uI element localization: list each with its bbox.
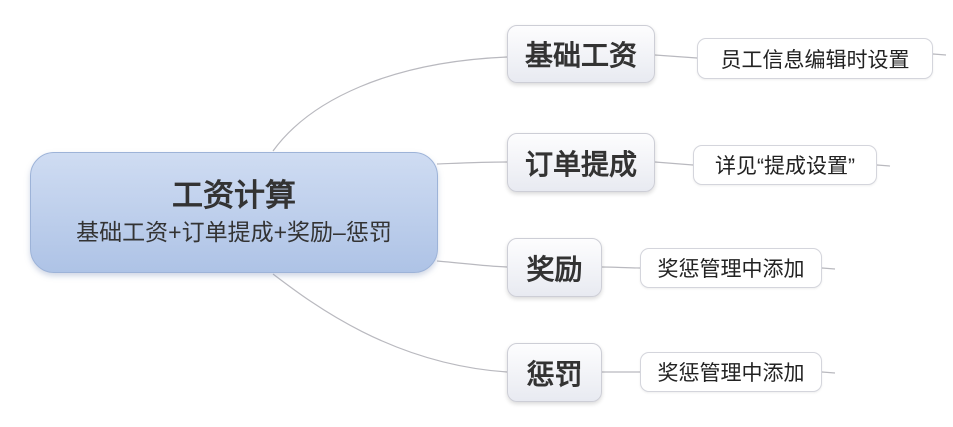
- stub-base-salary-note: [932, 53, 947, 56]
- root-subtitle: 基础工资+订单提成+奖励–惩罚: [76, 219, 392, 246]
- note-order-commission-text: 详见“提成设置”: [715, 155, 855, 178]
- stub-punishment-note: [821, 371, 836, 374]
- branch-reward[interactable]: 奖励: [507, 238, 602, 297]
- stub-order-commission-note: [876, 164, 891, 167]
- branch-base-salary[interactable]: 基础工资: [507, 25, 655, 83]
- connector-root-to-order-commission: [436, 161, 508, 165]
- note-base-salary[interactable]: 员工信息编辑时设置: [697, 38, 933, 79]
- note-punishment[interactable]: 奖惩管理中添加: [640, 352, 822, 392]
- stub-reward-note: [821, 267, 836, 270]
- note-reward-text: 奖惩管理中添加: [657, 258, 805, 281]
- root-node[interactable]: 工资计算 基础工资+订单提成+奖励–惩罚: [30, 152, 438, 273]
- connector-root-to-reward: [436, 260, 508, 268]
- root-title: 工资计算: [172, 178, 296, 214]
- branch-order-commission[interactable]: 订单提成: [507, 133, 655, 192]
- connector-base-salary-to-note: [654, 54, 698, 59]
- connector-root-to-base-salary: [272, 56, 508, 152]
- branch-reward-label: 奖励: [526, 253, 583, 285]
- note-order-commission[interactable]: 详见“提成设置”: [693, 145, 877, 185]
- connector-reward-to-note: [601, 266, 641, 269]
- note-base-salary-text: 员工信息编辑时设置: [720, 48, 910, 72]
- note-punishment-text: 奖惩管理中添加: [657, 362, 805, 385]
- branch-punishment-label: 惩罚: [526, 358, 583, 390]
- branch-base-salary-label: 基础工资: [524, 40, 637, 71]
- connector-root-to-punishment: [272, 273, 508, 373]
- branch-order-commission-label: 订单提成: [524, 148, 637, 180]
- connector-order-commission-to-note: [654, 161, 694, 166]
- branch-punishment[interactable]: 惩罚: [507, 343, 602, 402]
- note-reward[interactable]: 奖惩管理中添加: [640, 248, 822, 288]
